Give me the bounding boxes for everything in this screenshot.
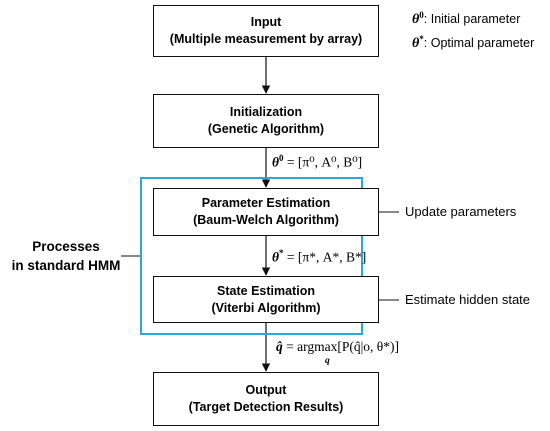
input-box: Input (Multiple measurement by array) [153,5,379,57]
param-subtitle: (Baum-Welch Algorithm) [193,213,339,227]
eq3-rhs: = argmax[P(q̂|o, θ*)] [286,339,400,354]
state-title: State Estimation [217,283,315,298]
legend-initial-text: : Initial parameter [423,12,521,27]
state-estimation-box: State Estimation (Viterbi Algorithm) [153,276,379,323]
update-parameters-label: Update parameters [405,204,517,219]
equation-theta0: θ0 = [π⁰, A⁰, B⁰] [272,153,362,171]
input-title: Input [250,15,282,29]
state-subtitle: (Viterbi Algorithm) [211,300,321,315]
legend-optimal-sup: * [419,34,424,44]
init-title: Initialization [229,105,303,119]
eq2-lhs: θ [272,249,280,265]
equation-theta-star: θ* = [π*, A*, B*] [272,248,366,266]
legend-initial-sup: 0 [419,10,424,20]
eq2-rhs: = [π*, A*, B*] [286,249,367,265]
eq3-sub: q [325,356,330,366]
eq1-lhs-sup: 0 [279,153,284,163]
init-subtitle: (Genetic Algorithm) [207,122,325,136]
legend-initial: θ0: Initial parameter [412,10,520,28]
eq3-lhs: q̂ [276,339,283,354]
output-box: Output (Target Detection Results) [153,372,379,426]
processes-label: Processes in standard HMM [6,237,126,275]
eq2-lhs-sup: * [279,248,284,258]
output-subtitle: (Target Detection Results) [188,400,344,414]
legend-optimal-text: : Optimal parameter [423,36,535,51]
legend-initial-symbol: θ [412,12,420,28]
equation-q-hat: q̂ = argmax[P(q̂|o, θ*)] [276,339,399,355]
processes-line2: in standard HMM [11,258,121,273]
processes-line1: Processes [32,239,100,254]
output-title: Output [245,383,287,397]
eq1-rhs: = [π⁰, A⁰, B⁰] [286,154,363,170]
parameter-estimation-box: Parameter Estimation (Baum-Welch Algorit… [153,188,379,236]
estimate-hidden-state-label: Estimate hidden state [405,292,531,307]
legend-optimal-symbol: θ [412,36,420,52]
equation-q-hat-sub: q [325,356,330,366]
input-subtitle: (Multiple measurement by array) [169,32,363,46]
legend-optimal: θ*: Optimal parameter [412,34,534,52]
eq1-lhs: θ [272,154,280,170]
param-title: Parameter Estimation [201,196,331,210]
hmm-process-frame [140,177,363,335]
initialization-box: Initialization (Genetic Algorithm) [153,94,379,148]
